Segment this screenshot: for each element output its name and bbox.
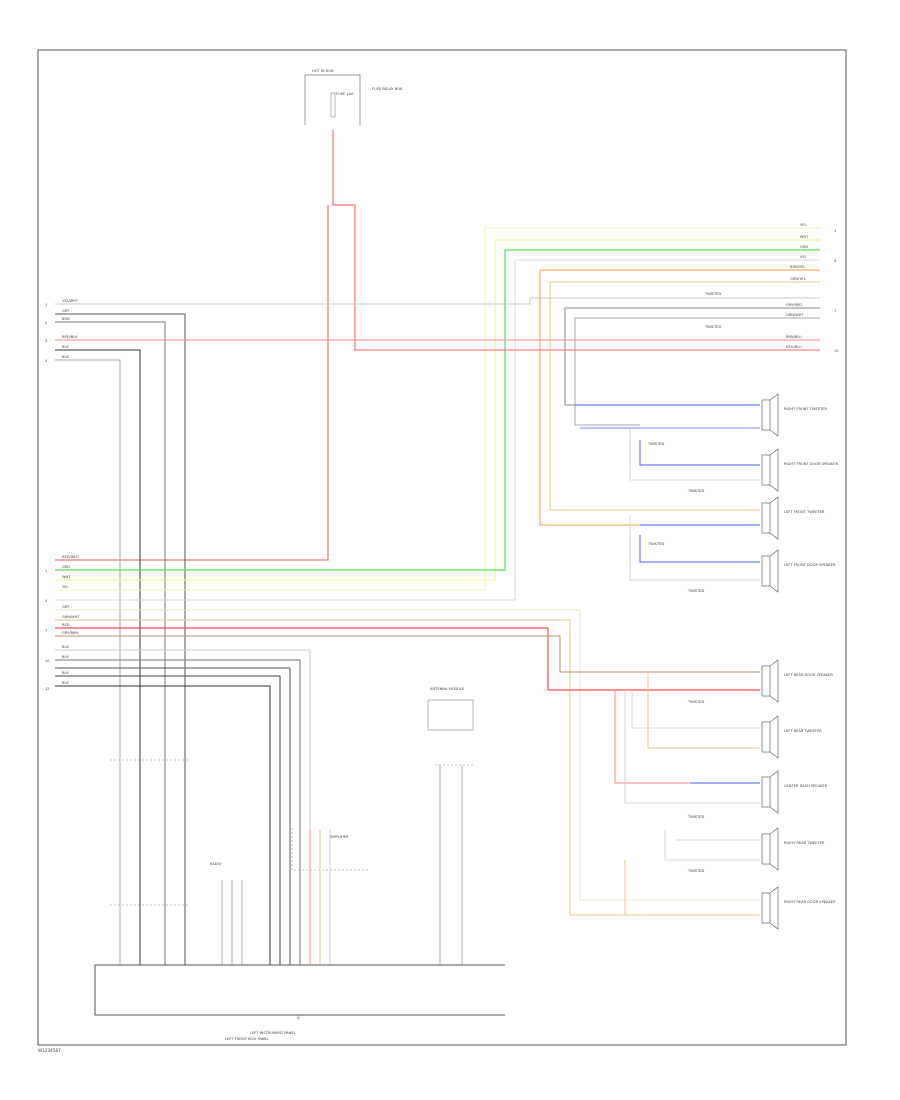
svg-text:1: 1 [834, 229, 836, 233]
svg-text:1: 1 [45, 569, 47, 573]
speaker-center-dash: CENTER DASH SPEAKER [761, 770, 828, 814]
right-wire-label-6: ORN/YEL [790, 277, 806, 281]
upper-wire-label-5: BLK [62, 345, 69, 349]
lower-wire-label-11: BLK [62, 671, 69, 675]
fuse-block-top: HOT IN RUN FUSE 10A FUSE RELAY BOX [304, 69, 403, 125]
rear-speaker-wiring: TWISTED TWISTED TWISTED [548, 671, 760, 916]
upper-wire-label-2: GRY [62, 309, 70, 313]
speaker-right-rear-tweeter: RIGHT REAR TWEETER [761, 827, 825, 871]
lower-wire-label-2: GRN [62, 565, 70, 569]
bottom-component-outline: ⏚ LEFT INSTRUMENT PANEL LEFT FRONT KICK … [94, 964, 505, 1041]
upper-wire-label-1: VIO/WHT [62, 299, 79, 303]
lower-wire-label-6: GRN/WHT [62, 615, 80, 619]
svg-text:4: 4 [45, 359, 48, 363]
speaker-left-front-door: LEFT FRONT DOOR SPEAKER [761, 549, 836, 593]
twist-label-6: TWISTED [687, 589, 705, 593]
radio-label: RADIO [210, 862, 222, 866]
lower-wire-label-10: BLK [62, 655, 69, 659]
speaker-right-rear-door: RIGHT REAR DOOR SPEAKER [761, 886, 836, 930]
right-wire-label-3: GRN [800, 245, 808, 249]
antenna-module: ANTENNA MODULE [427, 687, 475, 965]
right-wire-label-5: BRN/YEL [790, 265, 805, 269]
lower-wire-label-3: WHT [62, 575, 71, 579]
lower-wire-label-4: YEL [62, 585, 68, 589]
speaker-left-front-tweeter: LEFT FRONT TWEETER [761, 496, 825, 540]
bottom-label-1: LEFT INSTRUMENT PANEL [250, 1031, 296, 1035]
twist-label-9: TWISTED [687, 869, 705, 873]
svg-text:1: 1 [45, 303, 47, 307]
twist-label-4: TWISTED [687, 489, 705, 493]
upper-wire-label-6: BLK [62, 355, 69, 359]
device-label-4: LEFT FRONT DOOR SPEAKER [784, 563, 836, 567]
wire-red-power-2 [55, 205, 329, 561]
front-speaker-wiring: TWISTED TWISTED TWISTED TWISTED [540, 404, 760, 593]
lower-wire-label-1: RED/WHT [62, 555, 80, 559]
lower-wire-label-5: GRY [62, 605, 70, 609]
lower-wire-bundle: RED/WHT GRN WHT YEL GRY GRN/WHT RED GRY/… [45, 555, 760, 965]
antenna-module-label: ANTENNA MODULE [430, 687, 465, 691]
svg-text:4: 4 [834, 259, 837, 263]
speaker-right-front-tweeter: RIGHT FRONT TWEETER [761, 393, 828, 437]
upper-wire-label-3: BRN [62, 317, 70, 321]
amplifier-block: AMPLIFIER [291, 828, 370, 965]
top-source-label: HOT IN RUN [312, 69, 334, 73]
ground-symbol: ⏚ [296, 1014, 301, 1021]
twist-label-5: TWISTED [647, 542, 665, 546]
lower-wire-label-7: RED [62, 623, 70, 627]
device-label-3: LEFT FRONT TWEETER [784, 510, 825, 514]
svg-text:12: 12 [45, 687, 50, 691]
twist-label-2: TWISTED [704, 325, 722, 329]
twist-label-3: TWISTED [647, 442, 665, 446]
svg-text:7: 7 [834, 309, 836, 313]
device-label-5: LEFT REAR DOOR SPEAKER [784, 673, 833, 677]
top-fuse-label: FUSE 10A [336, 92, 354, 96]
device-label-9: RIGHT REAR DOOR SPEAKER [784, 900, 836, 904]
right-upper-bundle: YEL WHT GRN VIO BRN/YEL ORN/YEL GRY/RED … [55, 223, 839, 601]
lower-wire-label-9: BLK [62, 645, 69, 649]
svg-text:7: 7 [45, 629, 47, 633]
right-wire-label-1: YEL [800, 223, 806, 227]
right-wire-label-4: VIO [800, 255, 807, 259]
radio-ground-block: RADIO [110, 759, 243, 965]
upper-wire-label-4: RED/BLK [62, 335, 78, 339]
device-label-8: RIGHT REAR TWEETER [784, 841, 825, 845]
right-wire-label-8: GRN/WHT [786, 313, 804, 317]
lower-wire-label-8: GRY/BRN [62, 631, 78, 635]
device-label-2: RIGHT FRONT DOOR SPEAKER [784, 462, 839, 466]
svg-text:2: 2 [45, 321, 47, 325]
svg-text:3: 3 [45, 339, 47, 343]
speaker-right-front-door: RIGHT FRONT DOOR SPEAKER [761, 448, 839, 492]
speaker-left-rear-tweeter: LEFT REAR TWEETER [761, 715, 822, 759]
right-wire-label-2: WHT [800, 235, 809, 239]
svg-text:10: 10 [45, 659, 50, 663]
device-label-1: RIGHT FRONT TWEETER [784, 407, 828, 411]
speaker-left-rear-door: LEFT REAR DOOR SPEAKER [761, 659, 833, 703]
fuse-icon [330, 92, 336, 118]
top-fuse-box-label: FUSE RELAY BOX [372, 87, 403, 91]
twist-label-7: TWISTED [687, 700, 705, 704]
svg-text:4: 4 [45, 599, 48, 603]
footer-code: W1234567 [38, 1048, 61, 1053]
amplifier-label: AMPLIFIER [330, 835, 349, 839]
right-wire-label-7: GRY/RED [786, 303, 802, 307]
upper-wire-bundle: 1 2 3 4 VIO/WHT GRY BRN RED/BLK BLK BLK [45, 297, 820, 965]
right-wire-label-9: BRN/BLU [786, 335, 802, 339]
device-label-6: LEFT REAR TWEETER [784, 729, 822, 733]
bottom-label-2: LEFT FRONT KICK PANEL [225, 1037, 269, 1041]
twist-label-8: TWISTED [687, 815, 705, 819]
device-label-7: CENTER DASH SPEAKER [784, 784, 828, 788]
svg-text:10: 10 [834, 349, 839, 353]
right-wire-label-10: RED/BLU [786, 345, 802, 349]
twist-label-1: TWISTED [704, 292, 722, 296]
lower-wire-label-12: BLK [62, 681, 69, 685]
diagram-frame [37, 49, 847, 1046]
